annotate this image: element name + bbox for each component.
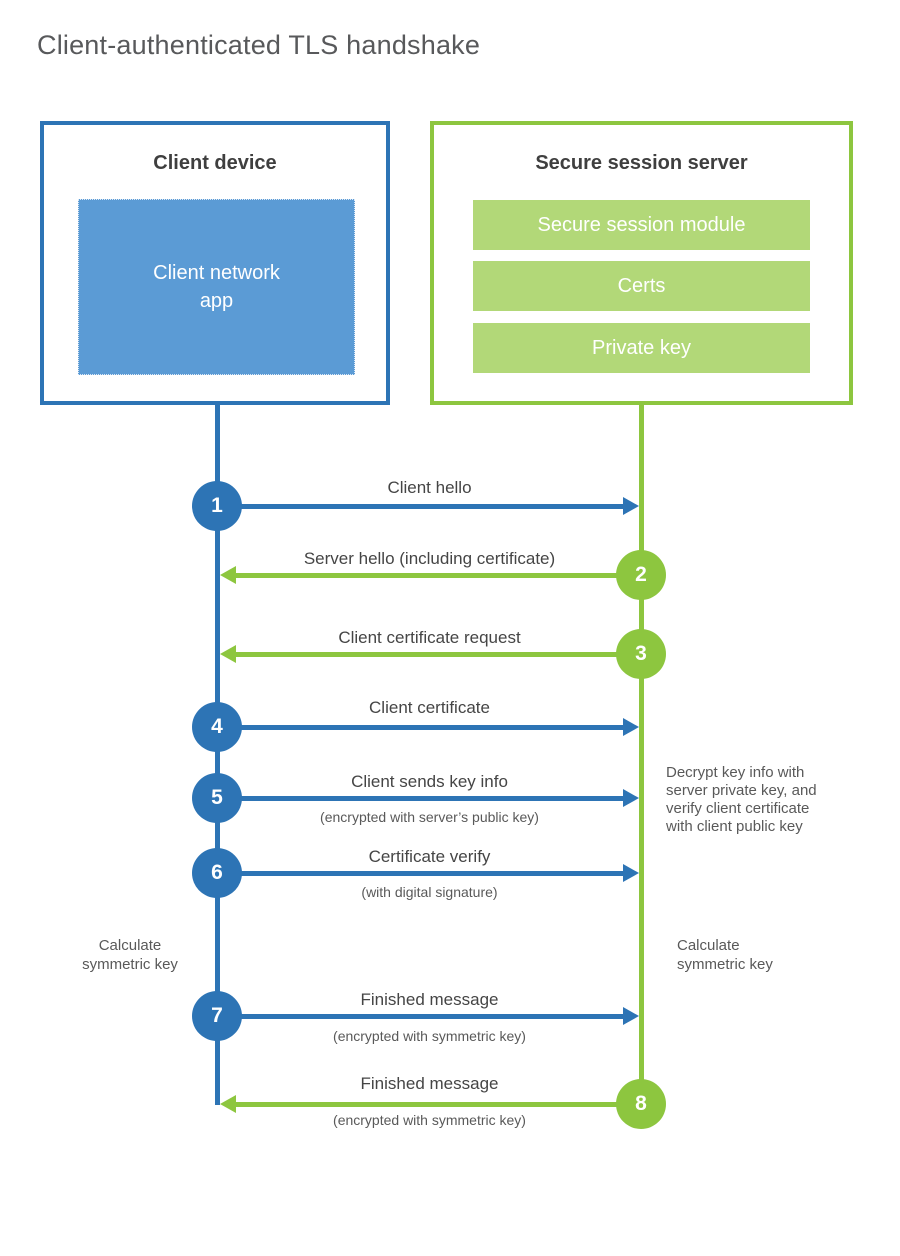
step-1-circle: 1: [192, 481, 242, 531]
step-4-label: Client certificate: [369, 698, 490, 717]
step-5-sublabel: (encrypted with server’s public key): [320, 809, 539, 825]
server-module-private-key: Private key: [473, 323, 810, 373]
arrow-shaft: [233, 1102, 639, 1107]
arrowhead-left-icon: [220, 566, 236, 584]
arrowhead-left-icon: [220, 1095, 236, 1113]
arrow-shaft: [233, 573, 639, 578]
arrowhead-left-icon: [220, 645, 236, 663]
server-title: Secure session server: [535, 152, 748, 174]
step-6-label: Certificate verify: [368, 847, 491, 866]
calculate-symmetric-key-server: Calculate symmetric key: [677, 937, 773, 973]
step-3-label: Client certificate request: [338, 628, 521, 647]
calculate-symmetric-key-client: Calculate symmetric key: [82, 937, 178, 973]
step-4-circle: 4: [192, 702, 242, 752]
arrowhead-right-icon: [623, 864, 639, 882]
step-7-label: Finished message: [360, 990, 499, 1009]
step-8-label: Finished message: [360, 1074, 499, 1093]
step-8-circle: 8: [616, 1079, 666, 1129]
step-6-circle: 6: [192, 848, 242, 898]
step-7-arrow-right: [220, 1007, 639, 1025]
step-7-sublabel: (encrypted with symmetric key): [333, 1028, 526, 1044]
arrow-shaft: [220, 504, 626, 509]
step-2-label: Server hello (including certificate): [303, 549, 556, 568]
server-module-certs: Certs: [473, 261, 810, 311]
arrow-shaft: [220, 796, 626, 801]
step-4-arrow-right: [220, 718, 639, 736]
step-5-circle: 5: [192, 773, 242, 823]
arrowhead-right-icon: [623, 1007, 639, 1025]
arrow-shaft: [233, 652, 639, 657]
arrowhead-right-icon: [623, 497, 639, 515]
step-1-label: Client hello: [387, 478, 472, 497]
step-2-circle: 2: [616, 550, 666, 600]
decrypt-key-note: Decrypt key info with server private key…: [666, 764, 817, 835]
server-lifeline: [639, 405, 644, 1104]
arrow-shaft: [220, 871, 626, 876]
step-8-arrow-left: [220, 1095, 639, 1113]
arrow-shaft: [220, 725, 626, 730]
step-1-arrow-right: [220, 497, 639, 515]
arrowhead-right-icon: [623, 718, 639, 736]
step-5-label: Client sends key info: [351, 772, 508, 791]
arrow-shaft: [220, 1014, 626, 1019]
step-2-arrow-left: [220, 566, 639, 584]
step-6-arrow-right: [220, 864, 639, 882]
arrowhead-right-icon: [623, 789, 639, 807]
step-5-arrow-right: [220, 789, 639, 807]
step-3-arrow-left: [220, 645, 639, 663]
step-6-sublabel: (with digital signature): [361, 884, 498, 900]
step-3-circle: 3: [616, 629, 666, 679]
server-module-secure-session: Secure session module: [473, 200, 810, 250]
client-lifeline: [215, 405, 220, 1105]
diagram-title: Client-authenticated TLS handshake: [37, 30, 481, 60]
step-7-circle: 7: [192, 991, 242, 1041]
client-device-title: Client device: [153, 152, 277, 174]
step-8-sublabel: (encrypted with symmetric key): [333, 1112, 526, 1128]
client-network-app-box: Client network app: [78, 199, 355, 375]
